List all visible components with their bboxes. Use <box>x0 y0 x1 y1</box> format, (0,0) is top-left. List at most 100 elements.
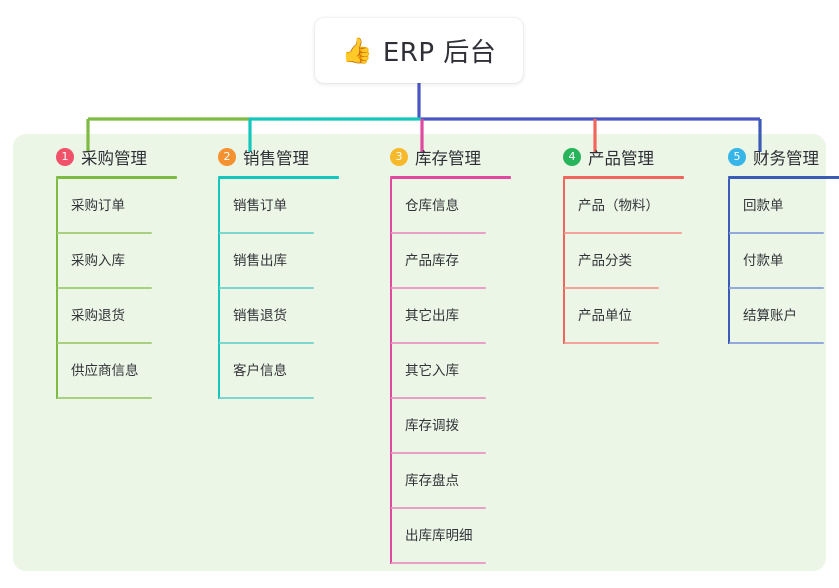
category-header-3[interactable]: 3 库存管理 <box>362 134 524 179</box>
category-number-badge: 2 <box>218 147 236 166</box>
list-item-underline <box>219 342 314 344</box>
list-item-label: 供应商信息 <box>71 362 139 379</box>
page-title: ERP 后台 <box>382 38 497 68</box>
list-item[interactable]: 出库库明细 <box>362 509 524 564</box>
list-item-label: 库存盘点 <box>405 472 459 489</box>
list-item-label: 产品分类 <box>578 252 632 269</box>
list-item-label: 库存调拨 <box>405 417 459 434</box>
category-number-badge: 4 <box>563 147 581 166</box>
list-item[interactable]: 结算账户 <box>700 289 839 344</box>
list-item-underline <box>57 287 152 289</box>
list-item-label: 采购退货 <box>71 307 125 324</box>
list-item-label: 出库库明细 <box>405 527 473 544</box>
category-header-4[interactable]: 4 产品管理 <box>535 134 697 179</box>
list-item-underline <box>391 342 486 344</box>
list-item-label: 仓库信息 <box>405 197 459 214</box>
list-item-label: 其它出库 <box>405 307 459 324</box>
category-item-list: 回款单付款单结算账户 <box>700 179 839 344</box>
list-item-underline <box>391 287 486 289</box>
category-title: 销售管理 <box>243 148 309 168</box>
list-item-underline <box>391 562 486 564</box>
category-item-list: 采购订单采购入库采购退货供应商信息 <box>28 179 190 399</box>
category-title: 产品管理 <box>588 148 654 168</box>
category-number-badge: 1 <box>56 147 74 166</box>
thumbs-up-icon: 👍 <box>341 36 373 65</box>
list-item-underline <box>729 287 824 289</box>
category-header-5[interactable]: 5 财务管理 <box>700 134 839 179</box>
list-item[interactable]: 销售退货 <box>190 289 352 344</box>
list-item[interactable]: 采购退货 <box>28 289 190 344</box>
list-item-label: 采购订单 <box>71 197 125 214</box>
list-item-label: 产品（物料） <box>578 197 659 214</box>
category-column-2: 2 销售管理销售订单销售出库销售退货客户信息 <box>190 134 352 399</box>
list-item[interactable]: 库存盘点 <box>362 454 524 509</box>
category-spine-line <box>218 179 220 399</box>
list-item-underline <box>57 397 152 399</box>
list-item[interactable]: 其它入库 <box>362 344 524 399</box>
root-node-card[interactable]: 👍 ERP 后台 <box>315 18 523 83</box>
list-item-underline <box>219 397 314 399</box>
category-column-3: 3 库存管理仓库信息产品库存其它出库其它入库库存调拨库存盘点出库库明细 <box>362 134 524 564</box>
list-item-underline <box>564 287 659 289</box>
category-underline <box>390 176 511 179</box>
category-item-list: 产品（物料） 产品分类产品单位 <box>535 179 697 344</box>
category-underline <box>218 176 339 179</box>
list-item[interactable]: 采购订单 <box>28 179 190 234</box>
list-item[interactable]: 产品单位 <box>535 289 697 344</box>
category-underline <box>728 176 839 179</box>
list-item-label: 采购入库 <box>71 252 125 269</box>
list-item-underline <box>57 342 152 344</box>
category-header-2[interactable]: 2 销售管理 <box>190 134 352 179</box>
list-item-label: 销售出库 <box>233 252 287 269</box>
list-item[interactable]: 销售出库 <box>190 234 352 289</box>
category-underline <box>563 176 684 179</box>
list-item[interactable]: 付款单 <box>700 234 839 289</box>
category-number-badge: 5 <box>728 147 746 166</box>
category-spine-line <box>390 179 392 564</box>
category-underline <box>56 176 177 179</box>
list-item[interactable]: 产品（物料） <box>535 179 697 234</box>
list-item[interactable]: 回款单 <box>700 179 839 234</box>
list-item[interactable]: 产品库存 <box>362 234 524 289</box>
category-column-4: 4 产品管理产品（物料） 产品分类产品单位 <box>535 134 697 344</box>
list-item-underline <box>729 232 824 234</box>
category-number-badge: 3 <box>390 147 408 166</box>
list-item-label: 回款单 <box>743 197 784 214</box>
list-item-label: 结算账户 <box>743 307 797 324</box>
list-item-label: 产品单位 <box>578 307 632 324</box>
list-item-label: 付款单 <box>743 252 784 269</box>
list-item-label: 销售退货 <box>233 307 287 324</box>
list-item-underline <box>391 452 486 454</box>
list-item[interactable]: 仓库信息 <box>362 179 524 234</box>
list-item-underline <box>391 507 486 509</box>
list-item-underline <box>564 342 659 344</box>
list-item[interactable]: 产品分类 <box>535 234 697 289</box>
category-item-list: 仓库信息产品库存其它出库其它入库库存调拨库存盘点出库库明细 <box>362 179 524 564</box>
diagram-panel-background <box>13 134 826 571</box>
category-column-5: 5 财务管理回款单付款单结算账户 <box>700 134 839 344</box>
category-title: 采购管理 <box>81 148 147 168</box>
list-item-underline <box>219 232 314 234</box>
category-title: 财务管理 <box>753 148 819 168</box>
category-column-1: 1 采购管理采购订单采购入库采购退货供应商信息 <box>28 134 190 399</box>
list-item-label: 其它入库 <box>405 362 459 379</box>
category-columns: 1 采购管理采购订单采购入库采购退货供应商信息 2 销售管理销售订单销售出库销售退货客… <box>13 134 839 571</box>
list-item-underline <box>57 232 152 234</box>
list-item-underline <box>219 287 314 289</box>
list-item[interactable]: 库存调拨 <box>362 399 524 454</box>
list-item-label: 产品库存 <box>405 252 459 269</box>
category-spine-line <box>728 179 730 344</box>
list-item[interactable]: 采购入库 <box>28 234 190 289</box>
category-item-list: 销售订单销售出库销售退货客户信息 <box>190 179 352 399</box>
list-item-underline <box>729 342 824 344</box>
category-header-1[interactable]: 1 采购管理 <box>28 134 190 179</box>
list-item[interactable]: 客户信息 <box>190 344 352 399</box>
list-item[interactable]: 销售订单 <box>190 179 352 234</box>
list-item[interactable]: 其它出库 <box>362 289 524 344</box>
category-title: 库存管理 <box>415 148 481 168</box>
category-spine-line <box>56 179 58 399</box>
list-item[interactable]: 供应商信息 <box>28 344 190 399</box>
list-item-underline <box>391 232 486 234</box>
list-item-underline <box>391 397 486 399</box>
category-spine-line <box>563 179 565 344</box>
